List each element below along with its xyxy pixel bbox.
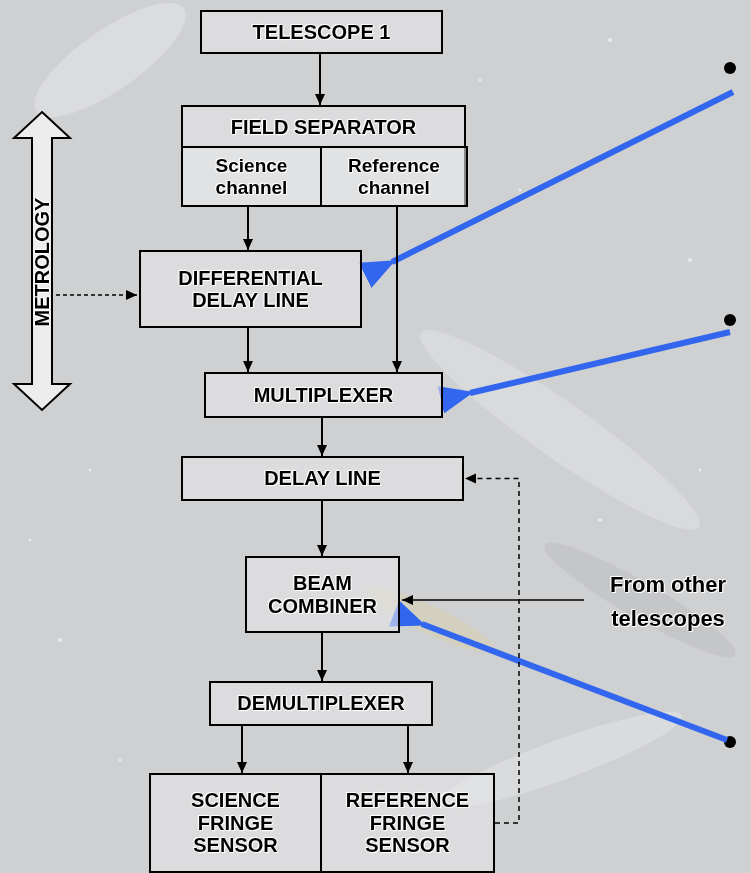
box-label: REFERENCE FRINGE SENSOR	[322, 787, 493, 858]
flow-connector	[319, 54, 321, 105]
channel-cell: Science channel	[181, 146, 322, 207]
metrology-double-arrow	[14, 112, 70, 410]
box-heading-area: FIELD SEPARATOR	[183, 107, 464, 148]
flow-connector	[321, 633, 323, 681]
box-label: DIFFERENTIAL DELAY LINE	[141, 265, 360, 314]
metrology-label: METROLOGY	[32, 188, 52, 336]
bullet	[724, 62, 736, 74]
delay-line-box: DIFFERENTIAL DELAY LINE	[139, 250, 362, 328]
flow-connector	[247, 328, 249, 372]
multiplexer-box: MULTIPLEXER	[204, 372, 443, 418]
pointer-arrow	[470, 332, 730, 393]
box-label: DELAY LINE	[259, 465, 386, 491]
fringe-sensor-box: REFERENCE FRINGE SENSOR	[320, 773, 495, 873]
pointer-arrow	[422, 624, 727, 740]
flow-connector	[321, 418, 323, 456]
flow-connector	[247, 207, 249, 250]
flow-connector	[407, 726, 409, 773]
field-separator-box: FIELD SEPARATOR Science channelReference …	[181, 105, 466, 207]
box-label: Science channel	[183, 153, 320, 200]
feedback-connector	[465, 479, 519, 824]
space-background	[19, 0, 744, 823]
delay-line-box: DELAY LINE	[181, 456, 464, 501]
telescope-box: TELESCOPE 1	[200, 10, 443, 54]
metrology-link	[56, 294, 137, 296]
box-label: DEMULTIPLEXER	[232, 690, 409, 716]
flow-connector	[396, 207, 398, 372]
demultiplexer-box: DEMULTIPLEXER	[209, 681, 433, 726]
input-label: From other telescopes	[586, 568, 750, 636]
fringe-sensor-box: SCIENCE FRINGE SENSOR	[149, 773, 322, 873]
bullet	[724, 314, 736, 326]
flow-connector	[241, 726, 243, 773]
input-line	[402, 599, 584, 601]
flow-connector	[321, 501, 323, 556]
channel-cell: Reference channel	[320, 146, 468, 207]
box-label: BEAM COMBINER	[247, 570, 398, 619]
box-label: MULTIPLEXER	[249, 382, 399, 408]
box-label: SCIENCE FRINGE SENSOR	[151, 787, 320, 858]
box-label: FIELD SEPARATOR	[226, 114, 422, 140]
box-label: TELESCOPE 1	[248, 19, 396, 45]
beam-combiner-box: BEAM COMBINER	[245, 556, 400, 633]
box-label: Reference channel	[322, 153, 466, 200]
